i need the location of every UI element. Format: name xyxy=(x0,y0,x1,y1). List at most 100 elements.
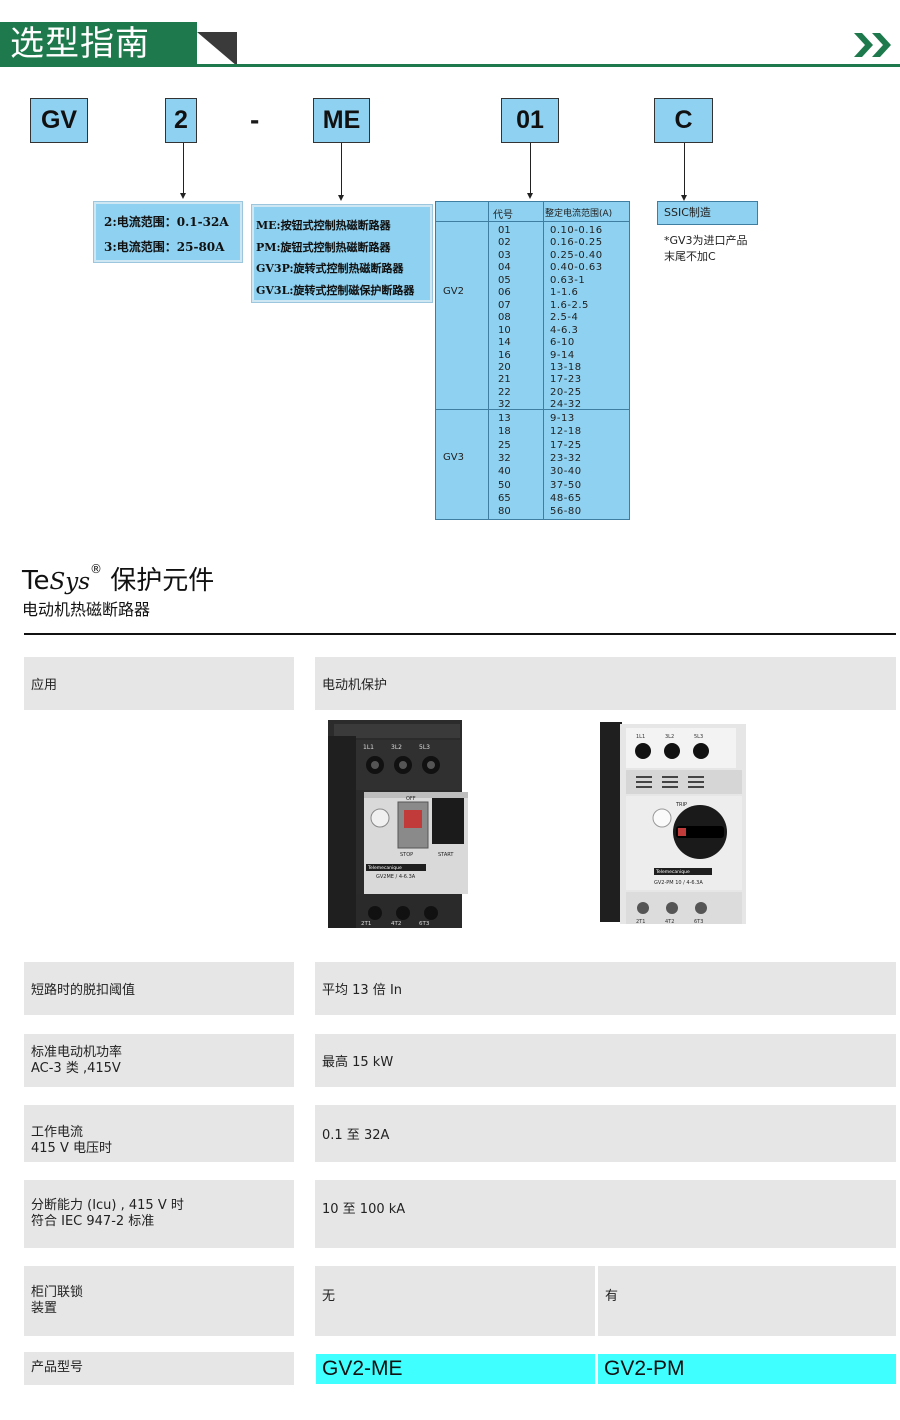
label-line: 装置 xyxy=(31,1301,58,1316)
connector-line xyxy=(530,143,531,193)
type-line: GV3L:旋转式控制磁保护断路器 xyxy=(256,284,415,297)
pm-trip-label: TRIP xyxy=(675,802,687,808)
code-type-box: ME xyxy=(313,98,370,143)
range-cell: 1.6-2.5 xyxy=(550,299,589,311)
header-accent xyxy=(197,32,237,66)
registered-mark: ® xyxy=(90,562,103,576)
code-suffix-box: C xyxy=(654,98,713,143)
product-title: TeSys® 保护元件 xyxy=(22,560,214,597)
label-line: 柜门联锁 xyxy=(31,1285,84,1300)
label-line: 标准电动机功率 xyxy=(31,1044,123,1060)
header-banner xyxy=(0,22,197,66)
connector-line xyxy=(341,143,342,195)
ssic-note-line: *GV3为进口产品 xyxy=(664,234,748,247)
ssic-note: *GV3为进口产品 末尾不加C xyxy=(664,233,748,265)
code-cell: 25 xyxy=(498,439,511,451)
type-line: ME:按钮式控制热磁断路器 xyxy=(256,219,391,232)
code-cell: 14 xyxy=(498,337,511,349)
page-title: 选型指南 xyxy=(10,24,150,64)
range-cell: 2.5-4 xyxy=(550,312,579,324)
me-terminal-label: 4T2 xyxy=(391,921,401,927)
group-label: GV2 xyxy=(443,286,464,297)
pm-terminal-label: 3L2 xyxy=(665,734,674,740)
code-cell: 10 xyxy=(498,324,511,336)
pm-terminal-label: 2T1 xyxy=(636,919,645,925)
code-cell: 13 xyxy=(498,413,511,424)
range-cell: 17-25 xyxy=(550,439,582,451)
range-cell: 9-14 xyxy=(550,349,575,361)
table-header-code: 代号 xyxy=(493,210,513,221)
group-label: GV3 xyxy=(443,452,464,463)
range-cell: 4-6.3 xyxy=(550,324,579,336)
title-suffix: 保护元件 xyxy=(102,566,215,596)
range-cell: 48-65 xyxy=(550,492,582,504)
range-cell: 0.63-1 xyxy=(550,274,586,286)
connector-arrow xyxy=(338,195,344,201)
code-cell: 04 xyxy=(498,262,511,274)
gv2-me-image: 1L1 3L2 5L3 OFF STOP START Telemecanique… xyxy=(328,720,468,928)
gv2-pm-image: 1L1 3L2 5L3 TRIP Telemecanique GV2-PM 10… xyxy=(600,722,746,925)
range-cell: 24-32 xyxy=(550,399,582,411)
range-cell: 30-40 xyxy=(550,466,582,478)
range-cell: 23-32 xyxy=(550,452,582,464)
me-start-label: START xyxy=(438,852,454,858)
me-terminal-label: 5L3 xyxy=(419,744,430,751)
code-cell: 18 xyxy=(498,426,511,438)
value-trip-threshold: 平均 13 倍 In xyxy=(315,962,896,1015)
label-breaking-capacity: 分断能力 (Icu) , 415 V 时符合 IEC 947-2 标准 xyxy=(24,1180,294,1248)
range-cell: 0.40-0.63 xyxy=(550,262,603,274)
code-cell: 06 xyxy=(498,287,511,299)
label-line: 工作电流 xyxy=(31,1124,84,1140)
header-rule xyxy=(0,64,900,67)
code-cell: 01 xyxy=(498,225,511,236)
code-range-box: 2 xyxy=(165,98,197,143)
range-cell: 17-23 xyxy=(550,374,582,386)
label-line: 415 V 电压时 xyxy=(31,1140,112,1156)
table-header-range: 整定电流范围(A) xyxy=(545,209,613,219)
range-cell: 37-50 xyxy=(550,479,582,491)
me-off-label: OFF xyxy=(406,796,416,802)
range-line: 3:电流范围：25-80A xyxy=(104,240,225,254)
label-product-model: 产品型号 xyxy=(24,1352,294,1385)
code-cell: 08 xyxy=(498,312,511,324)
me-terminal-label: 2T1 xyxy=(361,921,371,927)
product-subtitle: 电动机热磁断路器 xyxy=(22,600,151,619)
range-cell: 1-1.6 xyxy=(550,287,579,299)
me-terminal-label: 6T3 xyxy=(419,921,430,927)
me-model-label: GV2ME / 4-6.3A xyxy=(376,874,416,880)
value-interlock-me: 无 xyxy=(315,1266,595,1336)
connector-line xyxy=(684,143,685,195)
code-cell: 20 xyxy=(498,361,511,373)
pm-terminal-label: 5L3 xyxy=(694,734,703,740)
code-cell: 21 xyxy=(498,374,511,386)
code-cell: 40 xyxy=(498,466,511,478)
pm-terminal-label: 1L1 xyxy=(636,734,645,740)
connector-line xyxy=(183,143,184,193)
code-series-box: GV xyxy=(30,98,88,143)
code-cell: 80 xyxy=(498,506,511,518)
pm-terminal-label: 6T3 xyxy=(694,919,703,925)
code-cell: 32 xyxy=(498,399,511,411)
value-operating-current: 0.1 至 32A xyxy=(315,1105,896,1162)
me-stop-label: STOP xyxy=(400,852,413,858)
code-cell: 02 xyxy=(498,237,511,249)
range-info-box: 2:电流范围：0.1-32A 3:电流范围：25-80A xyxy=(94,202,242,262)
range-line: 2:电流范围：0.1-32A xyxy=(104,215,229,229)
type-info-box: ME:按钮式控制热磁断路器 PM:旋钮式控制热磁断路器 GV3P:旋转式控制热磁… xyxy=(252,205,432,302)
label-trip-threshold: 短路时的脱扣阈值 xyxy=(24,962,294,1015)
value-breaking-capacity: 10 至 100 kA xyxy=(315,1180,896,1248)
code-cell: 65 xyxy=(498,492,511,504)
me-brand-label: Telemecanique xyxy=(367,865,402,871)
connector-arrow xyxy=(527,193,533,199)
pm-terminal-label: 4T2 xyxy=(665,919,674,925)
code-cell: 32 xyxy=(498,452,511,464)
type-line: PM:旋钮式控制热磁断路器 xyxy=(256,241,391,254)
range-cell: 20-25 xyxy=(550,386,582,398)
value-application: 电动机保护 xyxy=(315,657,896,710)
range-cell: 13-18 xyxy=(550,361,582,373)
range-cell: 0.10-0.16 xyxy=(550,225,603,236)
pm-brand-label: Telemecanique xyxy=(655,869,690,875)
me-terminal-label: 3L2 xyxy=(391,744,402,751)
code-current-box: 01 xyxy=(501,98,559,143)
